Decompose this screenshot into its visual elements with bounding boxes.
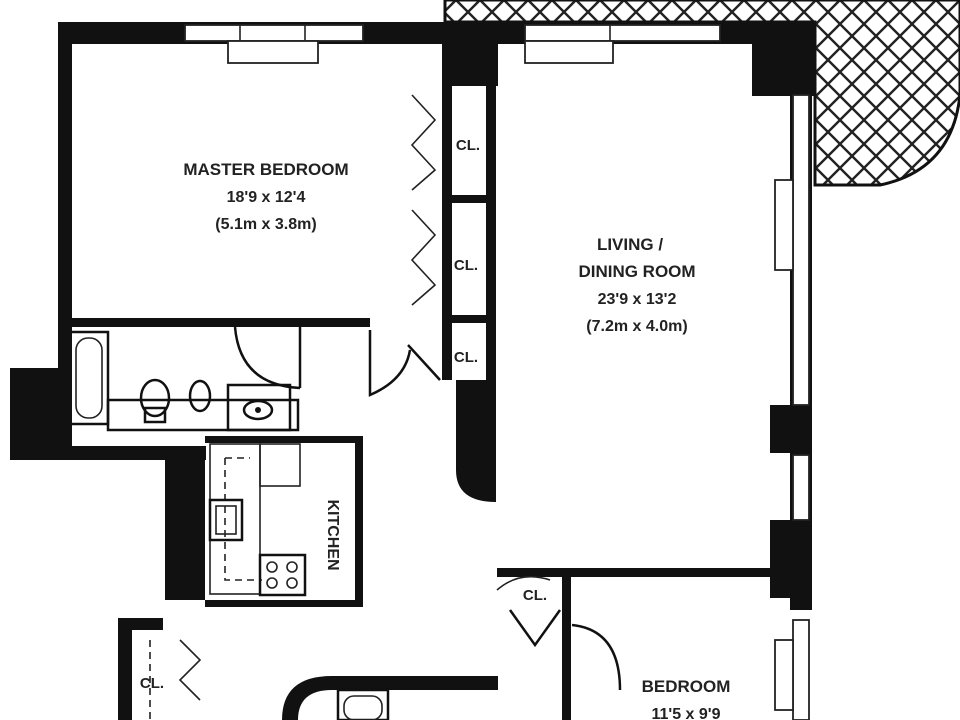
bathroom-fixtures: [68, 330, 390, 720]
bedroom-label: BEDROOM 11'5 x 9'9: [642, 677, 731, 720]
closet-label: CL.: [454, 349, 478, 366]
living-dining-dimensions: 23'9 x 13'2: [598, 291, 677, 308]
master-bedroom-metric: (5.1m x 3.8m): [215, 216, 316, 233]
closet-label: CL.: [523, 587, 547, 604]
closet-label: CL.: [140, 675, 164, 692]
master-bedroom-label: MASTER BEDROOM 18'9 x 12'4 (5.1m x 3.8m): [183, 160, 348, 233]
kitchen-label: KITCHEN: [324, 499, 341, 570]
closet-labels: CL. CL. CL. CL. CL.: [140, 137, 547, 692]
closet-label: CL.: [456, 137, 480, 154]
living-dining-name-line2: DINING ROOM: [578, 262, 695, 281]
kitchen-fixtures: [149, 443, 307, 720]
living-dining-metric: (7.2m x 4.0m): [586, 318, 687, 335]
master-bedroom-dimensions: 18'9 x 12'4: [227, 189, 306, 206]
bedroom-name: BEDROOM: [642, 677, 731, 696]
doors: [178, 94, 622, 701]
windows: [184, 24, 810, 720]
bedroom-dimensions: 11'5 x 9'9: [651, 706, 720, 720]
living-dining-name-line1: LIVING /: [597, 235, 663, 254]
interior-walls: [60, 40, 797, 720]
exterior-walls: [10, 22, 815, 720]
master-bedroom-name: MASTER BEDROOM: [183, 160, 348, 179]
living-dining-label: LIVING / DINING ROOM 23'9 x 13'2 (7.2m x…: [578, 235, 695, 335]
closet-label: CL.: [454, 257, 478, 274]
terrace: [443, 0, 960, 187]
